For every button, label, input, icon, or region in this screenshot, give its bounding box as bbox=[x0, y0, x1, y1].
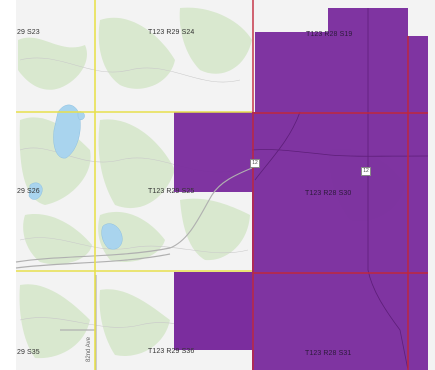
section-label-s23: 29 S23 bbox=[17, 29, 40, 36]
road-shield-icon: 12 bbox=[361, 167, 371, 176]
road-shield-icon: 12 bbox=[250, 159, 260, 168]
section-label-s31: T123 R28 S31 bbox=[305, 350, 352, 357]
section-label-s25: T123 R29 S25 bbox=[148, 188, 195, 195]
section-lines bbox=[16, 0, 252, 370]
road-label: 82nd Ave bbox=[86, 337, 92, 362]
section-label-s36: T123 R29 S36 bbox=[148, 348, 195, 355]
section-label-s30: T123 R28 S30 bbox=[305, 190, 352, 197]
section-label-s24: T123 R29 S24 bbox=[148, 29, 195, 36]
parcel-roads bbox=[251, 8, 429, 370]
water-bodies bbox=[28, 104, 123, 250]
left-margin bbox=[0, 0, 16, 370]
section-label-s26: 29 S26 bbox=[17, 188, 40, 195]
highlighted-parcels[interactable] bbox=[174, 8, 428, 370]
right-margin bbox=[428, 0, 435, 370]
range-lines bbox=[252, 0, 428, 370]
section-label-s19: T123 R28 S19 bbox=[306, 31, 353, 38]
local-roads bbox=[15, 167, 253, 370]
section-label-s35: 29 S35 bbox=[17, 349, 40, 356]
woodland-areas bbox=[18, 7, 405, 359]
